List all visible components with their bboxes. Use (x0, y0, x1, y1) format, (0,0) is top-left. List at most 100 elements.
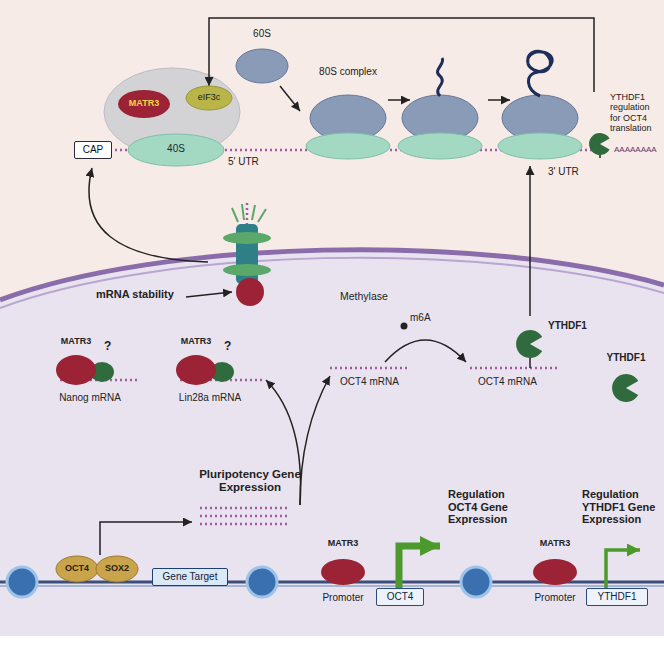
reader-protein: YTHDF1 regulation for OCT4 translation (584, 92, 662, 182)
nucleosome (7, 567, 37, 597)
protein-blob: MATR3 (48, 336, 104, 386)
process-label: Pluripotency Gene Expression (180, 468, 320, 494)
flow-arrow (300, 376, 330, 505)
polya-tail: AAAAAAAA (614, 145, 660, 154)
cytoplasm-ground (0, 0, 664, 636)
node-text: MATR3 (528, 538, 582, 548)
gene-box: Gene Target (152, 568, 228, 586)
question-mark: ? (224, 340, 238, 354)
flow-arrow (89, 100, 530, 555)
mrna-label: OCT4 mRNA (478, 376, 548, 388)
node-text: YTHDF1 (548, 320, 592, 332)
expression-arrow (399, 546, 440, 588)
ribosome-shape (300, 66, 396, 166)
nascent-peptide (528, 51, 553, 96)
nuclear-pore (223, 232, 271, 244)
protein-blob-shape (533, 559, 577, 585)
node-text: 80S complex (300, 66, 396, 78)
nucleosome (461, 567, 491, 597)
dna (0, 585, 664, 587)
nucleus-ground (0, 250, 664, 636)
cytoplasm-ground (0, 0, 664, 636)
node-text: 40S (128, 143, 224, 155)
pluripotency-mrna (200, 508, 290, 524)
cap-box: CAP (74, 141, 112, 159)
node-text: YTHDF1 (596, 352, 656, 364)
reader-protein: YTHDF1 (596, 352, 656, 404)
flow-arrow (488, 99, 510, 101)
protein-blob-shape (186, 86, 232, 110)
node-text: CAP (78, 144, 108, 156)
process-label: mRNA stability (96, 288, 196, 301)
ribosome-subunit-shape (128, 134, 224, 166)
question-mark: ? (104, 340, 118, 354)
nucleus-ground (0, 250, 664, 636)
oct4-mrna (529, 358, 531, 368)
reader-protein-shape (612, 374, 638, 402)
node-text: Gene Target (156, 571, 224, 583)
oct4-mrna (330, 323, 560, 369)
flow-arrow (529, 166, 531, 316)
ribosome-subunit-shape (236, 49, 288, 83)
node-text: SOX2 (96, 563, 138, 573)
nascent-peptide (437, 58, 442, 96)
node-text: OCT4 (380, 591, 420, 603)
nuclear-envelope (0, 258, 664, 308)
ribosome (398, 133, 482, 159)
promoter-label: Promoter (314, 592, 372, 604)
node-text: MATR3 (316, 538, 370, 548)
nucleosome (247, 567, 277, 597)
flow-arrow (89, 168, 208, 262)
transcription-factor: SOX2 (96, 556, 138, 582)
node-text: YTHDF1 regulation for OCT4 translation (610, 92, 662, 133)
oct4-mrna (401, 323, 408, 330)
oct4-mrna (470, 367, 560, 370)
enzyme-label: Methylase (340, 290, 410, 302)
transcription-factor-shape (56, 556, 98, 582)
mrna-label: OCT4 mRNA (340, 376, 410, 388)
oct4-mrna (330, 367, 410, 370)
connector-arrow (209, 18, 594, 92)
utr-label: 3' UTR (548, 166, 586, 178)
flow-arrow (388, 99, 410, 101)
ribosome-shape (306, 133, 390, 159)
process-label: Regulation YTHDF1 Gene Expression (582, 488, 662, 526)
node-text: YTHDF1 (590, 591, 644, 603)
protein-blob: MATR3 (168, 336, 224, 386)
node-text: MATR3 (48, 336, 104, 346)
protein-blob: MATR3 (528, 538, 582, 586)
node-text: OCT4 (56, 563, 98, 573)
node-text: MATR3 (118, 98, 170, 108)
protein-blob: eIF3c (186, 86, 232, 110)
reader-protein: YTHDF1 (512, 318, 592, 366)
ribosome: 80S complex (300, 66, 396, 166)
ribosome (498, 133, 582, 159)
promoter-label: Promoter (526, 592, 584, 604)
pluripotency-mrna (200, 523, 290, 526)
protein-blob-shape (56, 355, 96, 385)
protein-blob-shape (118, 90, 170, 118)
reader-protein-shape (516, 330, 542, 358)
protein-blob-shape (321, 559, 365, 585)
nuclear-pore (236, 278, 264, 306)
nuclear-envelope (0, 250, 664, 308)
expression-arrow (399, 546, 640, 588)
protein-blob-shape (176, 355, 216, 385)
ribosome-subunit: 40S (128, 134, 224, 166)
ribosome (398, 95, 582, 159)
pluripotency-mrna (200, 515, 290, 518)
nuclear-pore (232, 204, 266, 222)
transcription-factor: OCT4 (56, 556, 98, 582)
node-text: MATR3 (168, 336, 224, 346)
modification-label: m6A (410, 312, 444, 324)
mrna-label: Nanog mRNA (40, 392, 140, 404)
nuclear-pore (223, 264, 271, 276)
pluripotency-mrna (200, 507, 290, 510)
nascent-peptide (437, 51, 552, 96)
connector-arrow (280, 86, 300, 111)
protein-blob: MATR3 (118, 90, 170, 118)
flow-arrow (186, 292, 232, 297)
ribosome-subunit: 60S (232, 28, 292, 86)
node-text: 60S (232, 28, 292, 40)
